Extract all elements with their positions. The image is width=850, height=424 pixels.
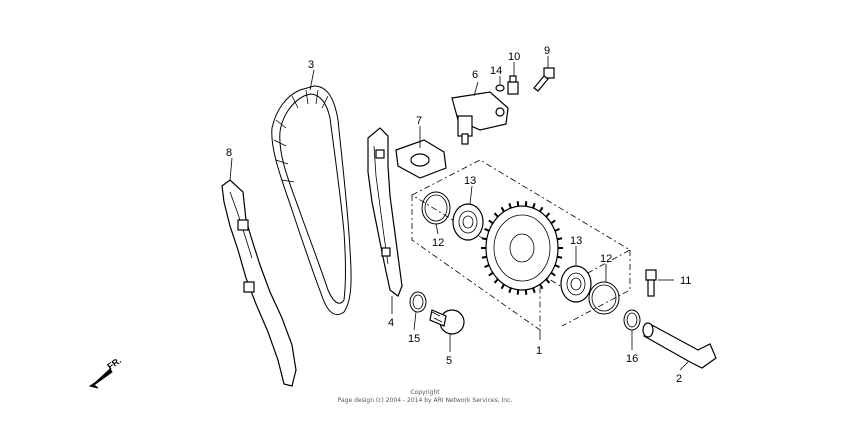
gear-tooth — [508, 202, 512, 209]
part-6-tensioner-lifter[interactable] — [451, 91, 509, 145]
callout-1[interactable]: 1 — [536, 345, 542, 357]
callout-5[interactable]: 5 — [446, 355, 452, 367]
part-15-o-ring[interactable] — [409, 291, 427, 313]
callout-12-b[interactable]: 12 — [600, 253, 612, 265]
gear-tooth — [484, 264, 490, 269]
part-9-bolt[interactable] — [533, 67, 555, 92]
callout-15[interactable]: 15 — [408, 333, 420, 345]
gear-tooth — [557, 237, 563, 241]
part-14-washer[interactable] — [495, 84, 505, 92]
gear-tooth — [524, 201, 528, 207]
copyright-line-1: Copyright — [410, 389, 440, 396]
callout-8[interactable]: 8 — [226, 147, 232, 159]
gear-tooth — [516, 201, 520, 207]
front-direction-arrow: FR. — [88, 355, 123, 389]
callout-labels: 1 2 3 4 5 6 7 8 9 10 11 12 12 13 13 14 1… — [226, 45, 691, 385]
callout-7[interactable]: 7 — [416, 115, 422, 127]
part-4-chain-tensioner-arm[interactable] — [367, 127, 403, 297]
callout-3[interactable]: 3 — [308, 59, 314, 71]
gear-tooth — [532, 287, 536, 294]
part-12-circlip-lower[interactable] — [588, 281, 620, 315]
callout-4[interactable]: 4 — [388, 317, 394, 329]
gear-tooth — [539, 283, 544, 290]
gear-tooth — [550, 219, 556, 225]
gear-tooth — [524, 289, 528, 295]
gear-tooth — [545, 278, 551, 284]
callout-13-b[interactable]: 13 — [570, 235, 582, 247]
part-1-cam-chain-idle-gear[interactable] — [481, 201, 563, 295]
gear-tooth — [508, 287, 512, 294]
gear-tooth — [545, 212, 551, 218]
part-8-chain-guide[interactable] — [221, 179, 297, 387]
part-5-bolt[interactable] — [429, 309, 465, 335]
gear-tooth — [554, 227, 560, 232]
callout-10[interactable]: 10 — [508, 51, 520, 63]
part-13-bearing-lower[interactable] — [560, 265, 592, 303]
gear-tooth — [484, 227, 490, 232]
part-10-sealing-bolt[interactable] — [507, 75, 519, 95]
gear-tooth — [500, 283, 505, 290]
callout-16[interactable]: 16 — [626, 353, 638, 365]
front-label: FR. — [105, 355, 123, 372]
gear-tooth — [488, 271, 494, 277]
part-7-gasket[interactable] — [395, 139, 447, 179]
part-11-bolt[interactable] — [645, 269, 657, 297]
part-2-shaft[interactable] — [642, 322, 717, 369]
gear-tooth — [488, 219, 494, 225]
gear-tooth — [550, 271, 556, 277]
gear-tooth — [532, 202, 536, 209]
callout-13-a[interactable]: 13 — [464, 175, 476, 187]
gear-tooth — [557, 255, 563, 259]
callout-6[interactable]: 6 — [472, 69, 478, 81]
gear-tooth — [481, 255, 487, 259]
gear-tooth — [500, 206, 505, 213]
gear-tooth — [493, 212, 499, 218]
gear-tooth — [516, 289, 520, 295]
leader-lines — [229, 56, 689, 371]
gear-tooth — [554, 264, 560, 269]
callout-9[interactable]: 9 — [544, 45, 550, 57]
callout-14[interactable]: 14 — [490, 65, 502, 77]
part-16-o-ring[interactable] — [623, 309, 641, 331]
part-13-bearing-upper[interactable] — [452, 203, 484, 241]
gear-tooth — [493, 278, 499, 284]
copyright-line-2: Page design (c) 2004 - 2014 by ARI Netwo… — [338, 397, 513, 404]
part-3-cam-chain[interactable] — [271, 85, 352, 316]
gear-tooth — [481, 237, 487, 241]
callout-12-a[interactable]: 12 — [432, 237, 444, 249]
part-12-circlip-upper[interactable] — [421, 191, 451, 225]
gear-tooth — [539, 206, 544, 213]
callout-11[interactable]: 11 — [680, 275, 691, 287]
callout-2[interactable]: 2 — [676, 373, 682, 385]
